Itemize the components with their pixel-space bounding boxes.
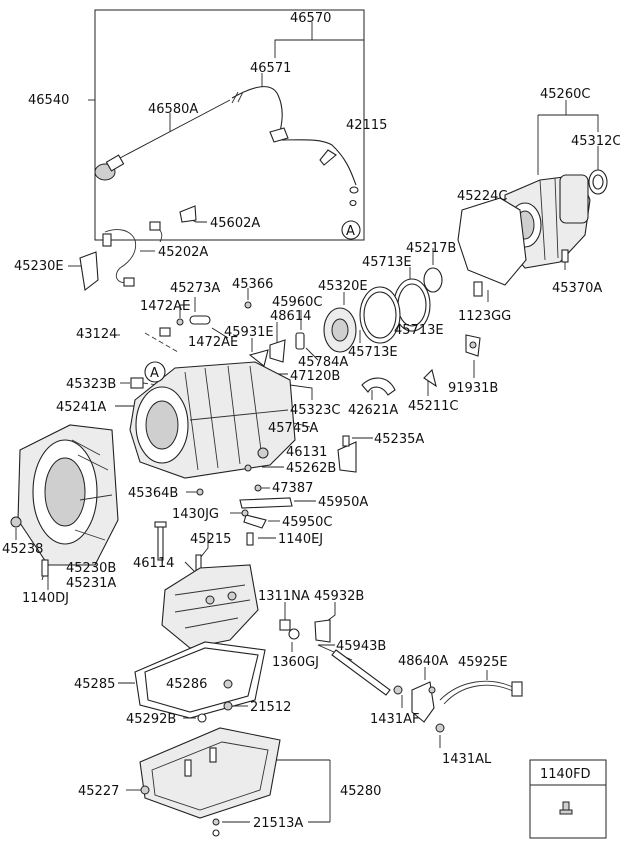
- inset-box-1140fd: [529, 759, 607, 839]
- label-45932b: 45932B: [314, 589, 364, 604]
- dipstick-group-frame: [94, 9, 365, 241]
- label-1430jg: 1430JG: [172, 507, 219, 522]
- label-45323b: 45323B: [66, 377, 116, 392]
- label-46570: 46570: [290, 11, 331, 26]
- label-1360gj: 1360GJ: [272, 655, 319, 670]
- label-45227: 45227: [78, 784, 119, 799]
- label-45950c: 45950C: [282, 515, 332, 530]
- label-1472ae-2: 1472AE: [188, 335, 238, 350]
- label-45713e-3: 45713E: [348, 345, 398, 360]
- label-45745a: 45745A: [268, 421, 318, 436]
- label-46571: 46571: [250, 61, 291, 76]
- label-45211c: 45211C: [408, 399, 458, 414]
- extension-housing: [457, 169, 608, 286]
- label-48640a: 48640A: [398, 654, 448, 669]
- label-45241a: 45241A: [56, 400, 106, 415]
- label-45202a: 45202A: [158, 245, 208, 260]
- marker-a-top-text: A: [346, 224, 355, 239]
- label-1140dj: 1140DJ: [22, 591, 69, 606]
- label-43124: 43124: [76, 327, 117, 342]
- label-45231a: 45231A: [66, 576, 116, 591]
- bell-housing: [10, 424, 119, 581]
- label-1431af: 1431AF: [370, 712, 419, 727]
- reference-marker-a-top: A: [341, 220, 361, 240]
- label-21513a: 21513A: [253, 816, 303, 831]
- label-45320e: 45320E: [318, 279, 368, 294]
- label-45215: 45215: [190, 532, 231, 547]
- label-1311na: 1311NA: [258, 589, 310, 604]
- label-45217b: 45217B: [406, 241, 456, 256]
- valve-body: [161, 564, 259, 649]
- label-45931e: 45931E: [224, 325, 274, 340]
- dipstick-46580a: [94, 99, 231, 181]
- label-46540: 46540: [28, 93, 69, 108]
- label-45784a: 45784A: [298, 355, 348, 370]
- label-46580a: 46580A: [148, 102, 198, 117]
- wiring-harness: [79, 205, 197, 292]
- shift-linkage-parts: [196, 435, 357, 546]
- label-48614: 48614: [270, 309, 311, 324]
- label-45292b: 45292B: [126, 712, 176, 727]
- label-45366: 45366: [232, 277, 273, 292]
- label-45323c: 45323C: [290, 403, 340, 418]
- label-45286: 45286: [166, 677, 207, 692]
- label-45713e-1: 45713E: [362, 255, 412, 270]
- label-91931b: 91931B: [448, 381, 498, 396]
- label-45950a: 45950A: [318, 495, 368, 510]
- label-47120b: 47120B: [290, 369, 340, 384]
- oil-pump-and-seals: [323, 267, 443, 353]
- label-45262b: 45262B: [286, 461, 336, 476]
- label-45280: 45280: [340, 784, 381, 799]
- bolts: [41, 521, 202, 577]
- label-46131: 46131: [286, 445, 327, 460]
- label-45224c: 45224C: [457, 189, 507, 204]
- label-45364b: 45364B: [128, 486, 178, 501]
- label-1472ae-1: 1472AE: [140, 299, 190, 314]
- label-45370a: 45370A: [552, 281, 602, 296]
- label-45273a: 45273A: [170, 281, 220, 296]
- label-45960c: 45960C: [272, 295, 322, 310]
- dipstick-tube-assembly: [231, 86, 359, 207]
- label-42115: 42115: [346, 118, 387, 133]
- label-45238: 45238: [2, 542, 43, 557]
- label-45943b: 45943B: [336, 639, 386, 654]
- label-45312c: 45312C: [571, 134, 620, 149]
- label-47387: 47387: [272, 481, 313, 496]
- oil-pan: [139, 727, 281, 837]
- label-45602a: 45602A: [210, 216, 260, 231]
- label-45230e: 45230E: [14, 259, 64, 274]
- transmission-case: A: [129, 361, 296, 479]
- parking-parts: [279, 619, 403, 696]
- marker-a-body-text: A: [150, 366, 159, 381]
- pan-gasket: [134, 641, 266, 723]
- label-45925e: 45925E: [458, 655, 508, 670]
- label-45230b: 45230B: [66, 561, 116, 576]
- label-42621a: 42621A: [348, 403, 398, 418]
- label-1431al: 1431AL: [442, 752, 492, 767]
- label-45235a: 45235A: [374, 432, 424, 447]
- label-45260c: 45260C: [540, 87, 590, 102]
- inset-bolt: [559, 801, 573, 815]
- label-45285: 45285: [74, 677, 115, 692]
- filler-tube: [411, 680, 523, 733]
- label-21512: 21512: [250, 700, 291, 715]
- label-45713e-2: 45713E: [394, 323, 444, 338]
- label-1140ej: 1140EJ: [278, 532, 323, 547]
- label-1123gg: 1123GG: [458, 309, 511, 324]
- label-1140fd: 1140FD: [540, 767, 591, 782]
- part-labels: 46570 46571 46540 46580A 42115 45260C 45…: [2, 11, 620, 831]
- label-46114: 46114: [133, 556, 174, 571]
